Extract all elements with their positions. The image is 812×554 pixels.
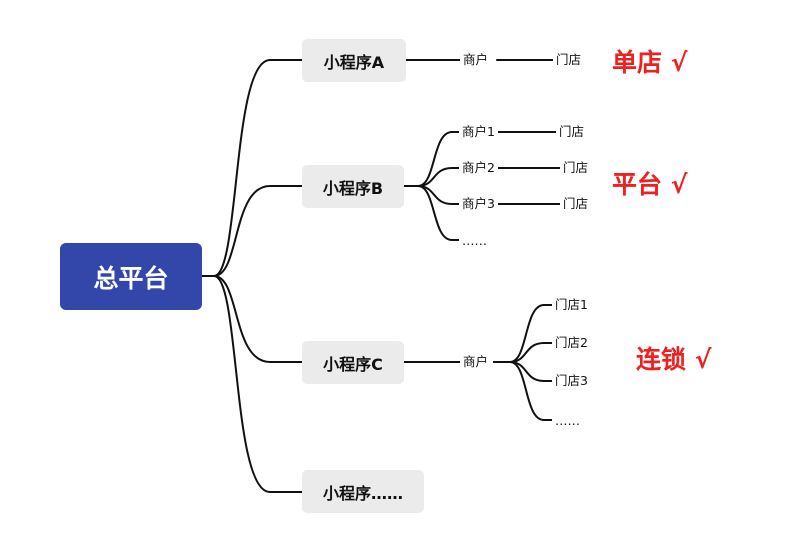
- b-merchant-2-label: 商户2: [459, 160, 498, 176]
- root-node: 总平台: [60, 243, 202, 310]
- b-store-2-label: 门店: [560, 160, 592, 176]
- c-merchant-label: 商户: [460, 354, 492, 370]
- c-more-label: ……: [552, 413, 583, 429]
- tag-platform: 平台 √: [612, 170, 688, 199]
- tag-chain: 连锁 √: [636, 345, 712, 374]
- a-merchant-label: 商户: [460, 52, 492, 68]
- app-node-b: 小程序B: [302, 165, 404, 208]
- link-root-app-c: [201, 275, 303, 363]
- link-root-app-b: [201, 185, 303, 277]
- c-store-3-label: 门店3: [552, 373, 591, 389]
- tag-single-store: 单店 √: [612, 48, 688, 77]
- b-more-label: ……: [459, 233, 490, 249]
- link-b-merchant-2: [403, 167, 461, 187]
- b-merchant-3-label: 商户3: [459, 196, 498, 212]
- app-node-c: 小程序C: [302, 341, 404, 384]
- b-store-1-label: 门店: [556, 124, 588, 140]
- link-c-store-1: [493, 304, 553, 363]
- link-b-merchant-1: [403, 131, 461, 187]
- c-store-1-label: 门店1: [552, 297, 591, 313]
- b-store-3-label: 门店: [560, 196, 592, 212]
- a-store-label: 门店: [553, 52, 585, 68]
- link-root-app-more: [201, 275, 303, 493]
- c-store-2-label: 门店2: [552, 335, 591, 351]
- link-c-more: [493, 361, 553, 421]
- link-root-app-a: [201, 59, 303, 277]
- app-node-a: 小程序A: [302, 39, 406, 82]
- app-node-more: 小程序……: [302, 470, 424, 513]
- link-b-merchant-3: [403, 185, 461, 205]
- link-b-more: [403, 185, 461, 241]
- b-merchant-1-label: 商户1: [459, 124, 498, 140]
